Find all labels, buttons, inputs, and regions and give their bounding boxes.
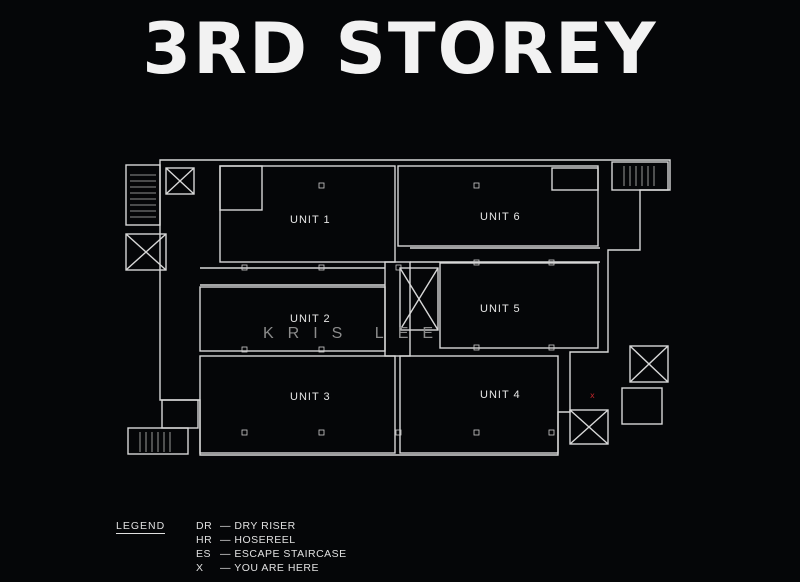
legend-text: — HOSEREEL [220, 534, 296, 546]
plan-walls [125, 159, 671, 456]
watermark: KRIS LEE [263, 325, 447, 342]
unit-4-label: UNIT 4 [480, 389, 521, 401]
unit-6-label: UNIT 6 [480, 211, 521, 223]
stair-hatching [130, 166, 655, 452]
legend-code: HR [196, 534, 213, 546]
legend-text: — ESCAPE STAIRCASE [220, 548, 347, 560]
legend-item: DR — DRY RISER [196, 520, 296, 532]
unit-3-label: UNIT 3 [290, 391, 331, 403]
column-markers [241, 182, 555, 436]
you-are-here-marker: x [590, 391, 595, 400]
legend-item: HR — HOSEREEL [196, 534, 296, 546]
legend-code: X [196, 562, 204, 574]
page-title: 3RD STOREY [142, 8, 658, 90]
legend-heading: LEGEND [116, 520, 166, 534]
unit-5-label: UNIT 5 [480, 303, 521, 315]
legend-item: ES — ESCAPE STAIRCASE [196, 548, 347, 560]
legend-item: X — YOU ARE HERE [196, 562, 319, 574]
legend-code: DR [196, 520, 213, 532]
unit-1-label: UNIT 1 [290, 214, 331, 226]
unit-2-label: UNIT 2 [290, 313, 331, 325]
legend-text: — DRY RISER [220, 520, 296, 532]
svg-text:x: x [590, 391, 595, 400]
legend-text: — YOU ARE HERE [220, 562, 319, 574]
legend-code: ES [196, 548, 212, 560]
